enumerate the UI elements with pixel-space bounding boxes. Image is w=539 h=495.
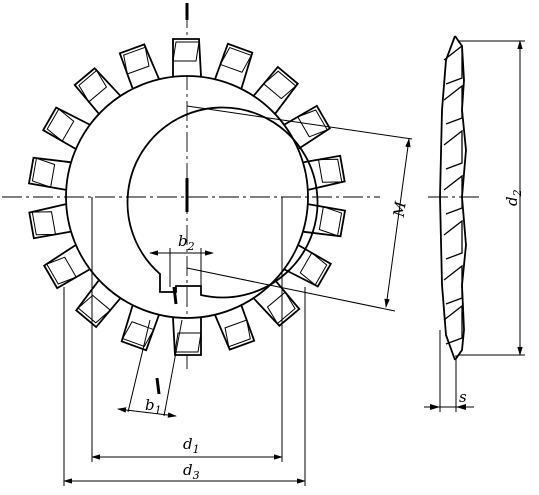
tooth: [303, 154, 346, 191]
label-d1: d1: [183, 435, 200, 456]
s-arrow-right: [456, 404, 466, 410]
side-tooth: [443, 219, 463, 260]
tooth: [75, 280, 121, 329]
side-teeth-group: [443, 44, 463, 345]
side-profile-outer: [454, 35, 467, 361]
tooth: [172, 38, 202, 77]
label-b2: b2: [178, 232, 195, 253]
tooth: [172, 317, 202, 356]
side-tooth: [443, 129, 463, 170]
label-b1: b1: [145, 396, 162, 417]
side-tooth: [443, 84, 463, 125]
b1-break-mark: [155, 377, 161, 395]
tooth: [73, 67, 121, 114]
tooth-root-circle: [65, 75, 309, 319]
label-d3: d3: [183, 461, 200, 482]
tooth: [28, 203, 71, 240]
label-m: M: [390, 200, 410, 219]
label-d2: d2: [503, 189, 524, 206]
side-tooth: [443, 264, 463, 305]
b1-dim-line: [117, 407, 177, 418]
tooth: [118, 43, 160, 89]
tooth: [284, 104, 332, 150]
side-tooth: [443, 44, 463, 85]
b1-ext-left: [127, 319, 151, 413]
m-dim-line: [384, 138, 411, 308]
label-s: s: [459, 388, 467, 406]
tooth: [120, 305, 160, 352]
tooth: [214, 42, 254, 89]
side-tooth: [443, 304, 463, 345]
bore-outline: [126, 106, 319, 299]
m-ext-bottom: [186, 267, 396, 312]
teeth-group: [27, 38, 347, 356]
m-ext-top: [186, 105, 413, 140]
tab-break-mark: [172, 286, 178, 305]
tooth: [27, 156, 71, 191]
tooth: [42, 244, 90, 290]
tooth: [303, 203, 347, 238]
side-tooth: [443, 174, 463, 215]
side-view: d2 s: [424, 35, 525, 412]
tooth: [41, 106, 90, 150]
tooth: [214, 305, 256, 351]
b1-ext-right: [163, 319, 183, 417]
side-profile-inner: [439, 35, 456, 361]
s-arrow-left: [430, 404, 440, 410]
tooth: [253, 65, 299, 114]
front-view: b2 b1 M d1 d3: [2, 3, 413, 486]
tooth: [284, 244, 333, 288]
tooth: [253, 280, 301, 327]
